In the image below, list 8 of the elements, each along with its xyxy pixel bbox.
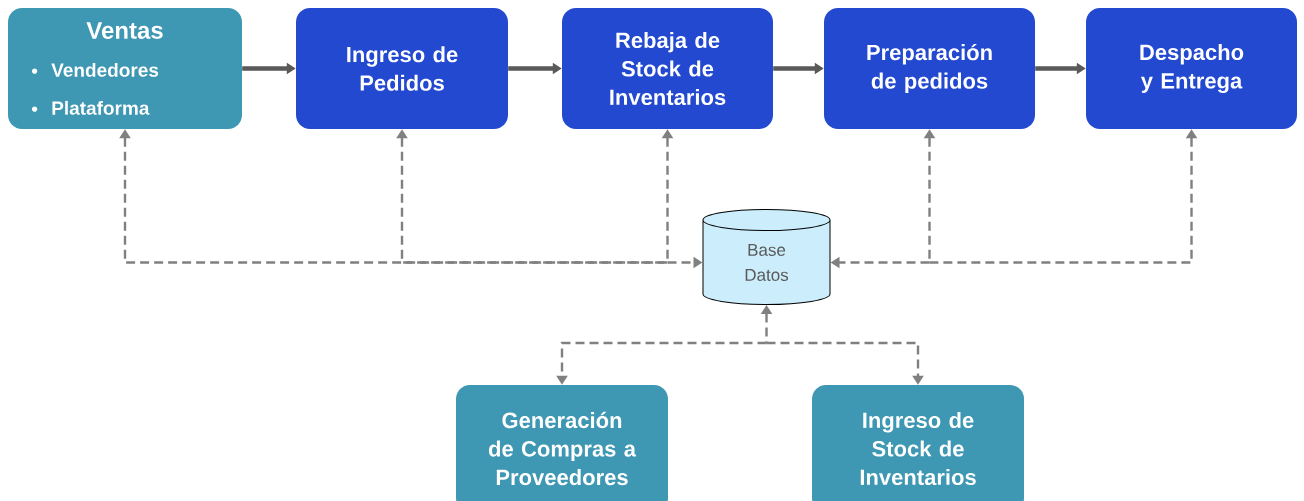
process-box: Ingreso de Stock de Inventarios	[812, 385, 1024, 501]
process-box: Ingreso de Pedidos	[296, 8, 508, 129]
process-box: Rebaja de Stock de Inventarios	[562, 8, 773, 129]
database-cylinder: Base Datos	[702, 209, 831, 305]
process-box: Generación de Compras a Proveedores	[456, 385, 668, 501]
process-box: Despacho y Entrega	[1086, 8, 1297, 129]
process-box: Preparación de pedidos	[824, 8, 1035, 129]
list-box: Ventas Vendedores Plataforma	[8, 8, 242, 129]
